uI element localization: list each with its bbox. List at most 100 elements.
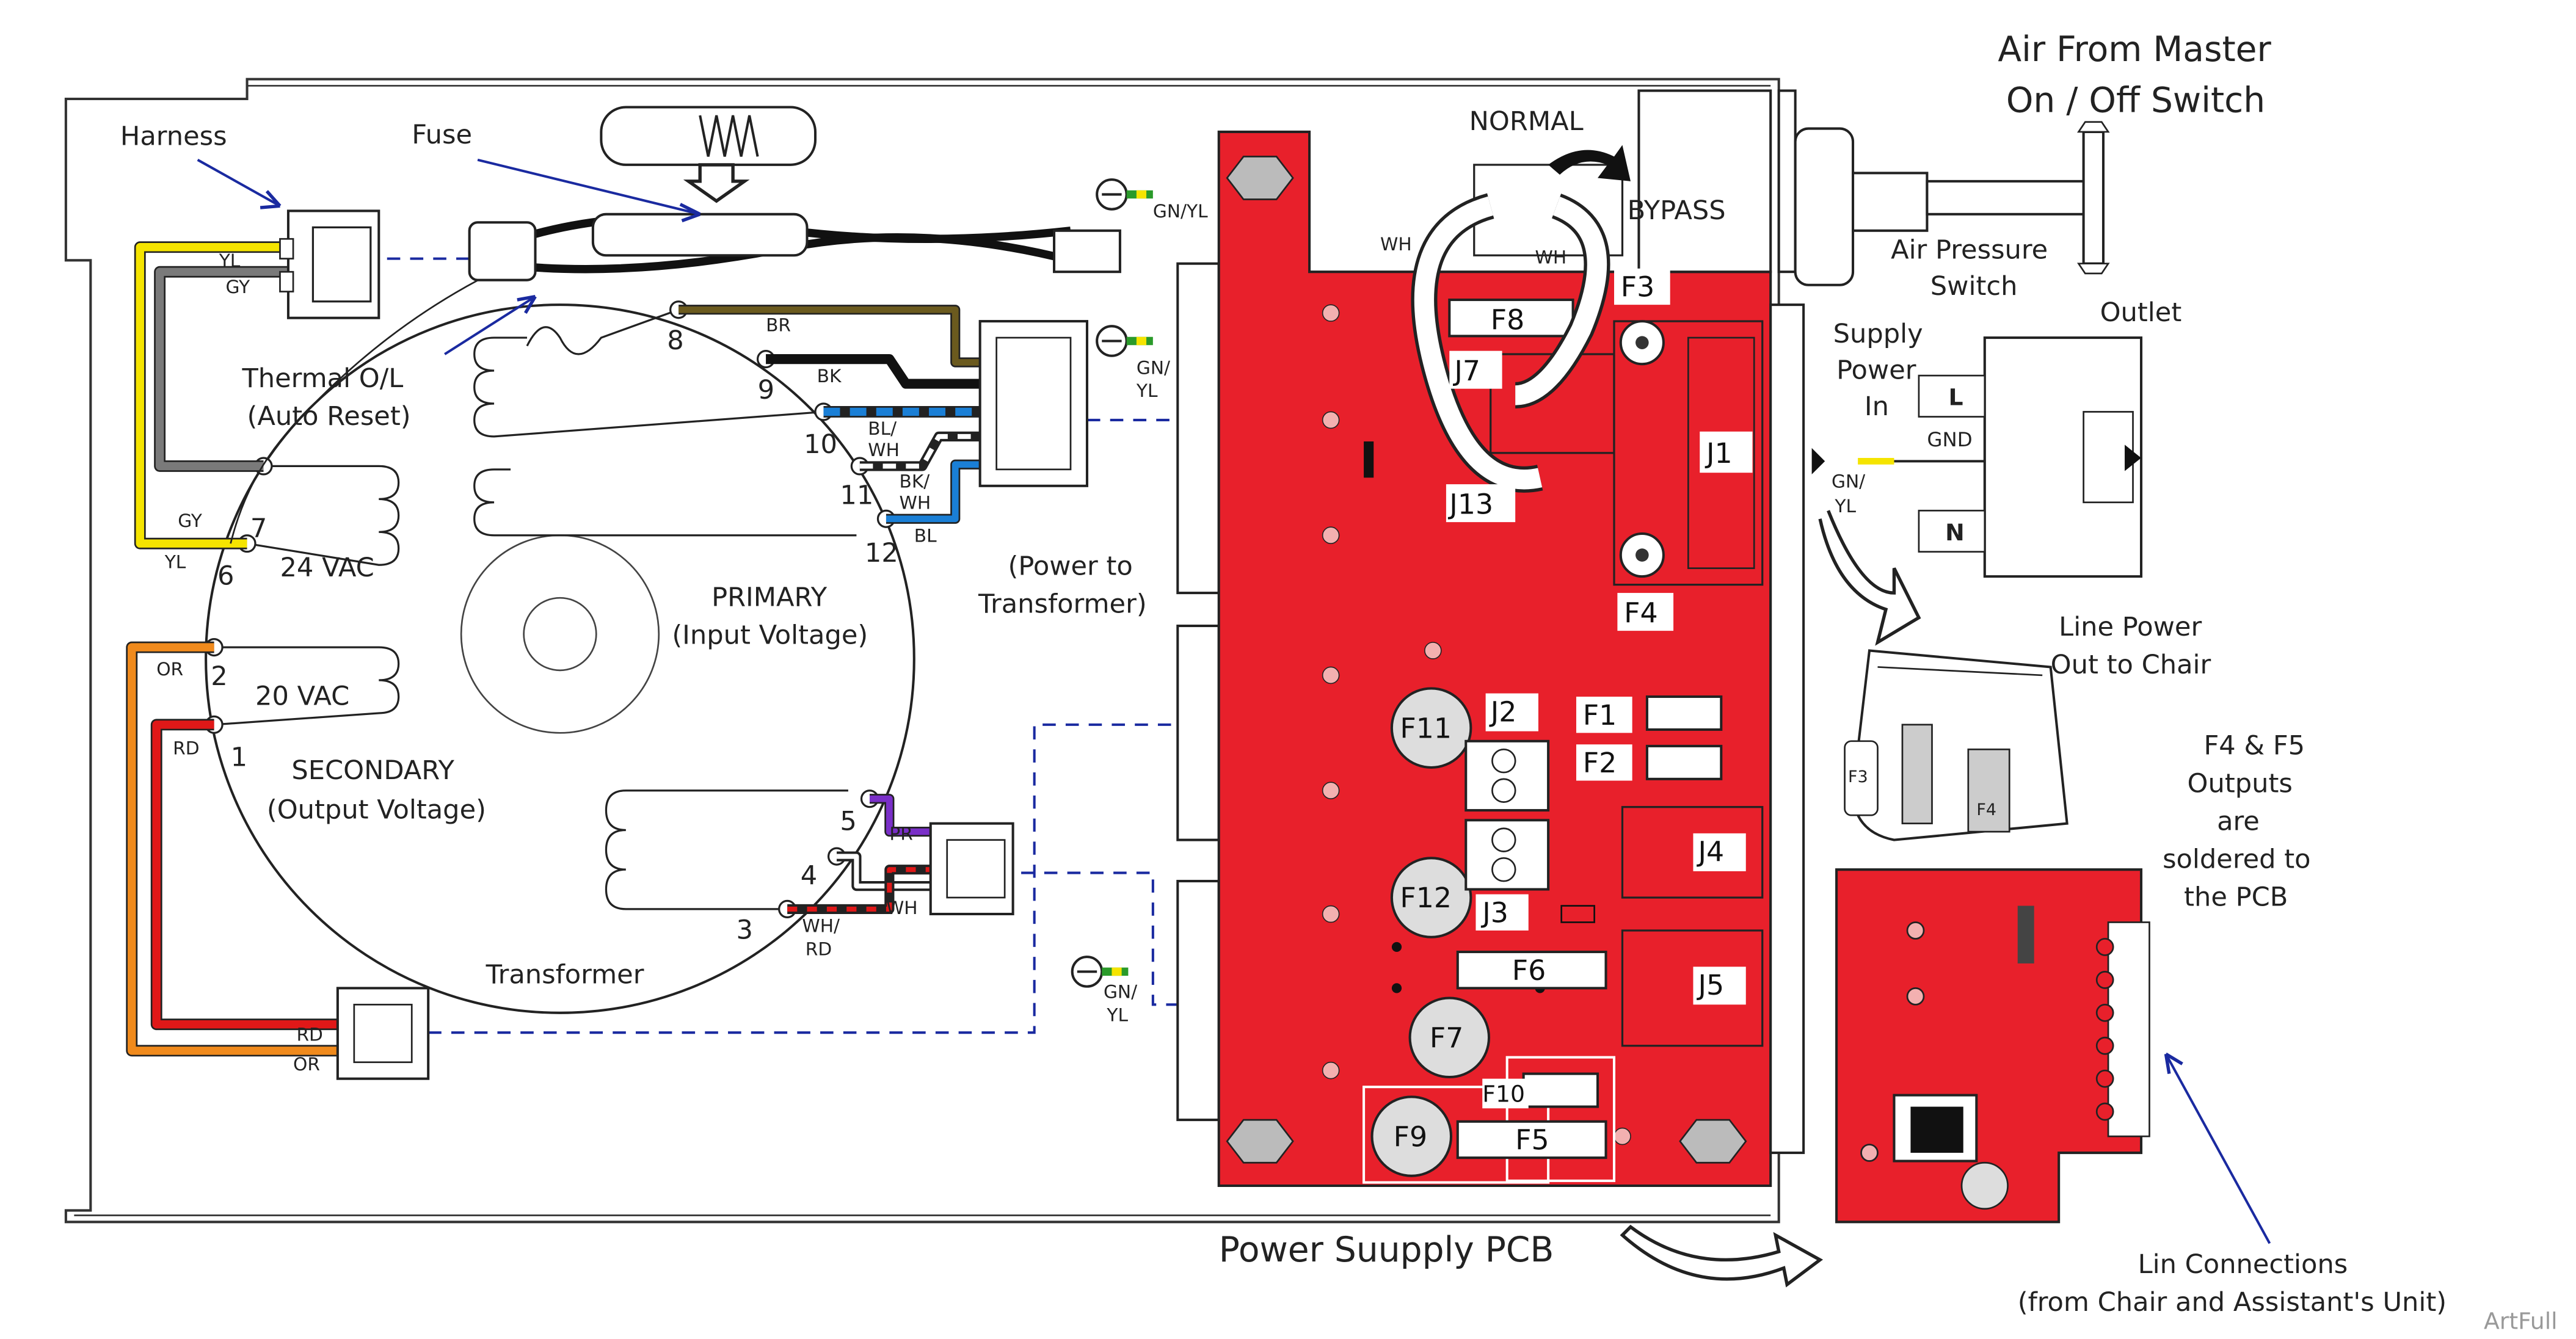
outlet-N: N	[1945, 519, 1965, 546]
pin-3: 3	[737, 915, 753, 945]
dashed-links	[387, 257, 1178, 1034]
wire-black	[766, 354, 980, 389]
comp-j1: J1	[1705, 437, 1733, 470]
fuse-f12	[1390, 857, 1472, 938]
label-20vac: 20 VAC	[255, 681, 349, 711]
comp-j4: J4	[1697, 835, 1725, 868]
fuse-f2	[1645, 744, 1723, 780]
comp-f11: F11	[1400, 711, 1452, 744]
or-rd-connector	[336, 987, 430, 1080]
comp-f6: F6	[1512, 954, 1546, 987]
transformer	[205, 303, 915, 1014]
code-rd2: RD	[296, 1024, 322, 1045]
label-harness: Harness	[120, 122, 227, 152]
comp-f1: F1	[1583, 699, 1617, 731]
lp-f3: F3	[1848, 767, 1868, 786]
code-or: OR	[156, 658, 183, 680]
pin-2: 2	[211, 661, 227, 692]
code-whrd-2: RD	[806, 938, 832, 959]
bypass-arrow	[1548, 145, 1631, 181]
label-thermal-1: Thermal O/L	[241, 363, 403, 394]
code-br: BR	[766, 314, 791, 335]
code-bl: BL	[914, 524, 937, 546]
code-blwh-2: WH	[868, 439, 900, 460]
code-yl: YL	[219, 250, 241, 271]
line-power-connector	[1844, 649, 2068, 841]
code-gnyl-d1: GN/	[1832, 470, 1865, 492]
fuse-holder	[468, 106, 1121, 281]
label-aps-2: Switch	[1930, 271, 2018, 302]
fuse-f10	[1522, 1072, 1599, 1108]
label-f4f5-3: are	[2217, 806, 2260, 836]
label-24vac: 24 VAC	[280, 553, 374, 583]
ground-symbol-c	[1071, 956, 1129, 988]
comp-f2: F2	[1583, 746, 1617, 779]
primary-connector	[978, 320, 1088, 487]
secondary-connector	[929, 822, 1014, 916]
code-wh-right: WH	[1535, 247, 1567, 268]
pin-7: 7	[250, 513, 267, 543]
label-primary-1: PRIMARY	[711, 582, 828, 613]
label-supply-3: In	[1865, 391, 1889, 422]
label-lin-1: Lin Connections	[2138, 1249, 2348, 1280]
label-primary-2: (Input Voltage)	[672, 620, 868, 651]
label-transformer: Transformer	[486, 959, 644, 990]
code-gnyl-b2: YL	[1136, 380, 1158, 401]
label-aps-1: Air Pressure	[1891, 235, 2048, 266]
comp-j7: J7	[1452, 354, 1480, 387]
right-hardware	[1637, 89, 2150, 1224]
label-air-1: Air From Master	[1998, 29, 2271, 70]
label-power-to-2: Transformer)	[978, 589, 1147, 619]
comp-f4: F4	[1624, 597, 1658, 630]
label-pcb: Power Suupply PCB	[1219, 1230, 1554, 1270]
label-f4f5-4: soldered to	[2163, 844, 2311, 874]
pin-5: 5	[840, 806, 856, 836]
label-fuse: Fuse	[412, 120, 472, 150]
label-air-2: On / Off Switch	[2006, 81, 2265, 121]
code-wh: WH	[886, 897, 918, 918]
label-secondary-1: SECONDARY	[291, 755, 454, 786]
pin-9: 9	[758, 375, 774, 405]
fuse-insert-arrow	[683, 163, 750, 203]
outlet-receptacle	[1811, 336, 2143, 578]
component-labels: F3 F8 J7 J1 J13 F4 J2 F1 F2 J4 J3 J5 F6 …	[1394, 268, 1753, 1156]
outlet-GND: GND	[1927, 428, 1972, 451]
ground-symbol-a	[1096, 178, 1153, 211]
pointer-arrows	[197, 158, 2271, 1244]
label-lin-2: (from Chair and Assistant's Unit)	[2018, 1287, 2447, 1318]
code-wh-left: WH	[1380, 233, 1412, 255]
code-rd: RD	[173, 737, 199, 758]
code-yl2: YL	[164, 551, 186, 573]
code-bkwh-1: BK/	[900, 470, 930, 492]
outlet-L: L	[1948, 384, 1963, 411]
label-secondary-2: (Output Voltage)	[267, 795, 486, 826]
lin-pcb	[1835, 868, 2150, 1224]
comp-f8: F8	[1491, 303, 1525, 336]
label-supply-1: Supply	[1833, 319, 1923, 349]
code-bkwh-2: WH	[900, 492, 931, 513]
label-thermal-2: (Auto Reset)	[247, 401, 411, 432]
label-line-out-1: Line Power	[2059, 612, 2202, 642]
label-outlet: Outlet	[2100, 297, 2182, 328]
comp-f7: F7	[1430, 1021, 1464, 1054]
code-gy: GY	[225, 276, 250, 297]
comp-j5: J5	[1697, 968, 1725, 1001]
pin-11: 11	[840, 480, 873, 510]
label-supply-2: Power	[1836, 355, 1916, 385]
comp-j2: J2	[1489, 695, 1517, 728]
pin-6: 6	[217, 561, 234, 592]
harness-connector	[279, 209, 380, 319]
label-bypass: BYPASS	[1628, 195, 1726, 226]
pin-10: 10	[804, 429, 837, 460]
label-power-to-1: (Power to	[1008, 551, 1133, 581]
pin-1: 1	[231, 742, 247, 772]
comp-f12: F12	[1400, 881, 1452, 914]
code-blwh-1: BL/	[868, 418, 897, 439]
label-line-out-2: Out to Chair	[2051, 650, 2211, 680]
comp-f5: F5	[1515, 1123, 1549, 1156]
pcb-components	[1363, 145, 1764, 1184]
fuse-f5	[1456, 1120, 1607, 1159]
ground-symbol-b	[1096, 325, 1153, 357]
fuse-f7	[1408, 996, 1491, 1079]
